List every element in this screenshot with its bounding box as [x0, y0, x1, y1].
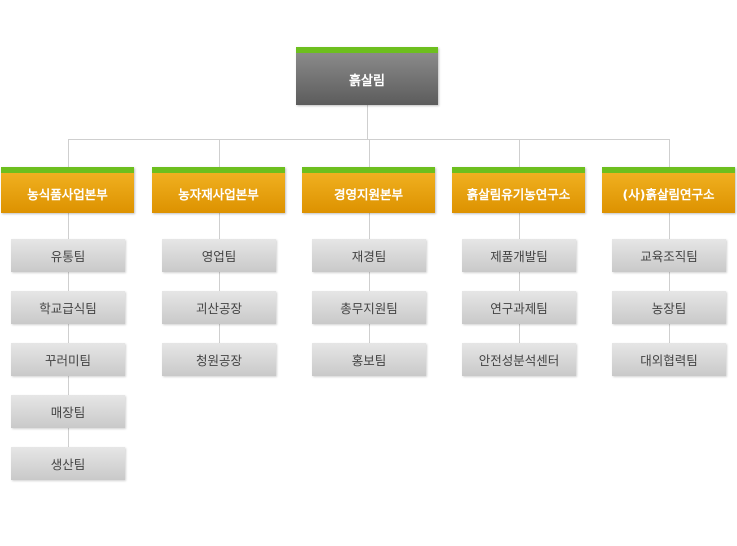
team-node: 청원공장	[162, 343, 276, 376]
team-node: 꾸러미팀	[11, 343, 125, 376]
team-node: 농장팀	[612, 291, 726, 324]
connector-root	[367, 105, 368, 139]
team-node: 재경팀	[312, 239, 426, 272]
connector-teams-4	[519, 213, 520, 360]
team-node: 영업팀	[162, 239, 276, 272]
connector-teams-3	[369, 213, 370, 360]
team-node: 유통팀	[11, 239, 125, 272]
division-node: 흙살림유기농연구소	[452, 167, 585, 213]
team-node: 괴산공장	[162, 291, 276, 324]
team-node: 총무지원팀	[312, 291, 426, 324]
team-node: 학교급식팀	[11, 291, 125, 324]
team-node: 교육조직팀	[612, 239, 726, 272]
connector-division-2	[219, 139, 220, 167]
division-node: 경영지원본부	[302, 167, 435, 213]
connector-division-1	[68, 139, 69, 167]
division-node: 농식품사업본부	[1, 167, 134, 213]
team-node: 대외협력팀	[612, 343, 726, 376]
team-node: 홍보팀	[312, 343, 426, 376]
team-node: 제품개발팀	[462, 239, 576, 272]
team-node: 매장팀	[11, 395, 125, 428]
connector-division-3	[369, 139, 370, 167]
connector-division-4	[519, 139, 520, 167]
connector-teams-1	[68, 213, 69, 464]
division-node: (사)흙살림연구소	[602, 167, 735, 213]
team-node: 안전성분석센터	[462, 343, 576, 376]
division-node: 농자재사업본부	[152, 167, 285, 213]
connector-division-5	[669, 139, 670, 167]
team-node: 생산팀	[11, 447, 125, 480]
team-node: 연구과제팀	[462, 291, 576, 324]
root-node: 흙살림	[296, 47, 438, 105]
connector-hub	[68, 139, 670, 140]
connector-teams-5	[669, 213, 670, 360]
connector-teams-2	[219, 213, 220, 360]
